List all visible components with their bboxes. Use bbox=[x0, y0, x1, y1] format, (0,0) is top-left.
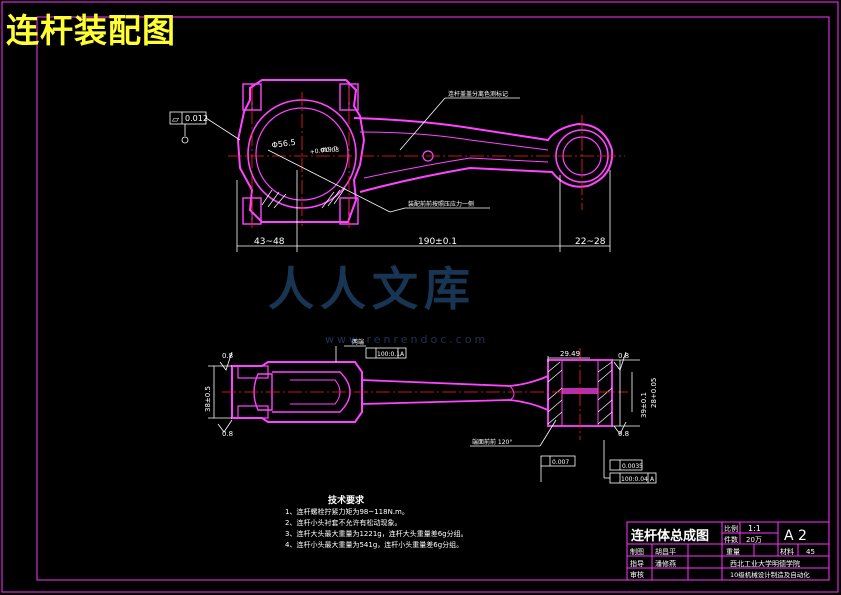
bottom-label: 端面前前 120° bbox=[472, 438, 512, 446]
rough-right-top: 0.8 bbox=[618, 352, 629, 360]
front-center-lines bbox=[228, 88, 625, 228]
rough-left-bottom: 0.8 bbox=[222, 430, 233, 438]
top-shank bbox=[361, 374, 549, 412]
section-hatch bbox=[547, 361, 613, 425]
technical-requirements: 技术要求 1、连杆螺栓拧紧力矩为98~118N.m。 2、连杆小头衬套不允许有松… bbox=[285, 494, 468, 549]
inner-frame bbox=[36, 16, 830, 581]
big-bore-dim: Φ56.5 bbox=[271, 138, 296, 150]
flatness-symbol-icon: ⏥ bbox=[172, 115, 179, 125]
requirement-item-3: 3、连杆大头最大重量为1221g，连杆大头重量差6g分组。 bbox=[285, 529, 468, 538]
box-right2-letter: A bbox=[650, 476, 655, 483]
top-view: 38±0.5 28+0.05 39±0.1 29.49 0.8 0.8 0.8 … bbox=[204, 338, 658, 484]
scale-value: 1:1 bbox=[748, 524, 761, 533]
row1-material-value: 45 bbox=[806, 548, 815, 556]
box-right1: 0.0035 bbox=[622, 463, 643, 470]
ref-box: 100:0.1 bbox=[377, 351, 400, 358]
qty-value: 20万 bbox=[746, 536, 762, 544]
dim-center: 190±0.1 bbox=[418, 237, 457, 247]
roughness-icon-rt bbox=[613, 351, 627, 371]
top-center-lines bbox=[222, 348, 628, 440]
ref-letter: A bbox=[400, 351, 405, 358]
small-bore-tol: Φ0.03 bbox=[321, 147, 339, 154]
row3-dept: 10级机械设计制造及自动化 bbox=[730, 570, 810, 579]
scale-label: 比例 bbox=[724, 524, 738, 533]
big-bore-inner bbox=[255, 107, 349, 201]
watermark-url: www.renrendoc.com bbox=[325, 333, 488, 346]
row2-org: 西北工业大学明德学院 bbox=[730, 559, 800, 568]
page-title: 连杆装配图 bbox=[6, 11, 176, 50]
ref-frame bbox=[365, 347, 407, 359]
big-end-body bbox=[236, 79, 366, 223]
rough-left-top: 0.8 bbox=[222, 352, 233, 360]
roughness-icon-lb bbox=[217, 419, 233, 433]
box-left: 0.007 bbox=[552, 459, 569, 466]
row2-role: 指导 bbox=[630, 559, 644, 568]
watermark: 人人文库 www.renrendoc.com bbox=[268, 262, 488, 346]
front-dimensions bbox=[236, 170, 611, 252]
title-block: 连杆体总成图 比例 1:1 件数 20万 A 2 制图 胡昌平 重量 材料 45… bbox=[626, 521, 830, 581]
side-dim-right2: 39±0.1 bbox=[640, 392, 648, 418]
width-top: 29.49 bbox=[560, 350, 580, 358]
rough-right-bottom: 0.8 bbox=[618, 430, 629, 438]
top-bolt-upper bbox=[237, 365, 269, 379]
side-dim-left: 38±0.5 bbox=[204, 386, 212, 412]
label-bottom: 装配前前按照压应力一侧 bbox=[408, 200, 474, 208]
bearing-label: 两端 bbox=[352, 338, 364, 346]
flatness-value: 0.012 bbox=[185, 114, 208, 123]
roughness-icon-rb bbox=[613, 421, 627, 435]
row1-weight: 重量 bbox=[726, 548, 740, 556]
dim-left: 43~48 bbox=[254, 237, 285, 247]
requirement-item-2: 2、连杆小头衬套不允许有松动现象。 bbox=[285, 518, 401, 527]
datum-marker-icon bbox=[181, 136, 189, 144]
row3-role: 审核 bbox=[630, 570, 644, 579]
requirement-item-1: 1、连杆螺栓拧紧力矩为98~118N.m。 bbox=[285, 507, 409, 516]
row2-person: 潘修燕 bbox=[655, 559, 676, 568]
row1-person: 胡昌平 bbox=[655, 547, 676, 556]
roughness-icon-lt bbox=[219, 351, 233, 371]
front-view: 43~48 190±0.1 22~28 Φ56.5 +0.019 0 ⏥ 0.0… bbox=[169, 79, 625, 252]
big-bore-tol: +0.019 0 bbox=[309, 145, 338, 156]
top-bolt-lower bbox=[237, 405, 269, 419]
watermark-main: 人人文库 bbox=[268, 262, 476, 316]
row1-role: 制图 bbox=[630, 547, 644, 556]
dim-right: 22~28 bbox=[575, 237, 606, 247]
box-left-frame bbox=[540, 455, 576, 467]
side-dim-right: 28+0.05 bbox=[650, 378, 658, 408]
sheet-size: A 2 bbox=[784, 528, 807, 544]
row1-material: 材料 bbox=[780, 547, 794, 556]
cap-hatch bbox=[261, 187, 346, 209]
qty-label: 件数 bbox=[724, 535, 738, 544]
title-block-name: 连杆体总成图 bbox=[631, 528, 709, 544]
rod-shank bbox=[353, 117, 614, 193]
box-right1-frame bbox=[609, 459, 643, 471]
label-top: 连杆盖盖分离色测标记 bbox=[448, 90, 508, 98]
requirement-item-4: 4、连杆小头最大重量为541g，连杆小头重量差6g分组。 bbox=[285, 540, 463, 549]
box-right2: 100:0.04 bbox=[621, 476, 648, 483]
requirements-title: 技术要求 bbox=[328, 494, 365, 506]
